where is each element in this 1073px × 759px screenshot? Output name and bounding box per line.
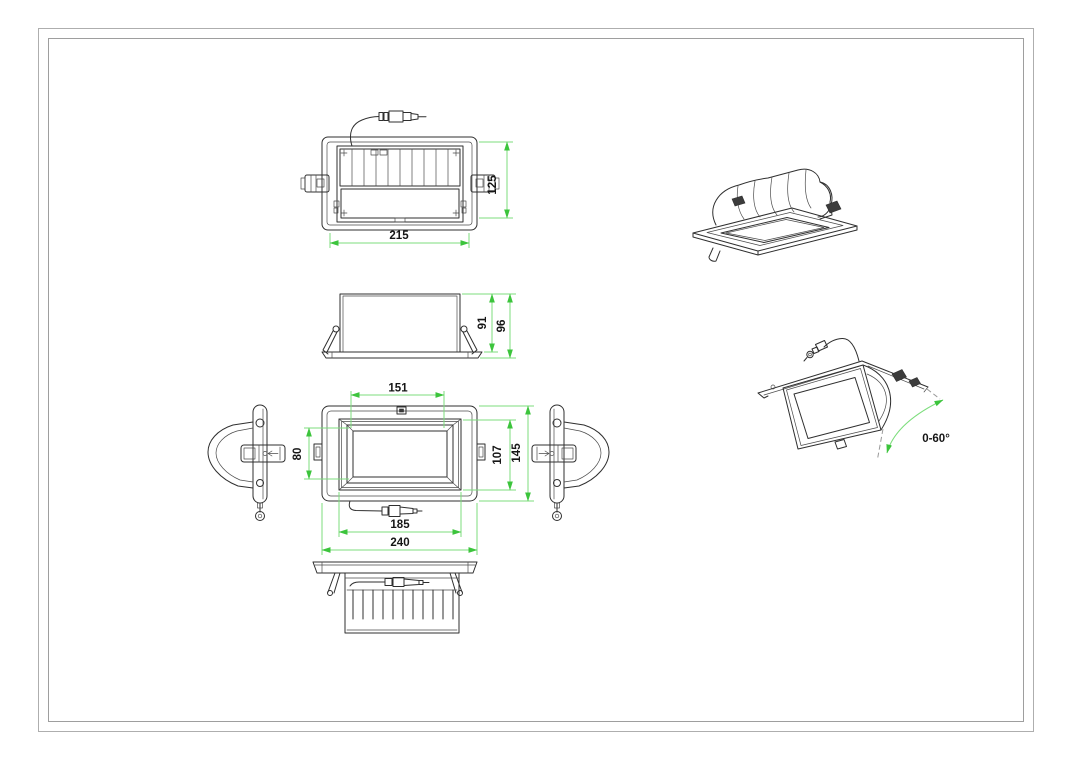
tilt-reference-lines (877, 388, 941, 460)
mounting-clip-right (470, 174, 500, 193)
front-view-outline (313, 405, 486, 517)
clip-block-2 (908, 377, 921, 388)
side-tab-left (313, 443, 323, 461)
front-view: 151 80 107 145 185 240 (292, 383, 534, 555)
heatsink-fins (351, 148, 449, 187)
clip-block (891, 369, 907, 382)
clip-block-right (825, 200, 842, 214)
tilt-outline (757, 337, 941, 460)
dim-front-overall-width (321, 503, 478, 555)
dim-front-overall-height-label: 145 (511, 443, 523, 463)
sheet-inner-border (48, 38, 1024, 722)
dim-rear-width (329, 233, 470, 248)
dim-front-inner-width (338, 492, 462, 537)
dim-side-overall-label: 96 (496, 320, 508, 333)
hinge-tab (708, 247, 721, 262)
mounting-clip-left (300, 174, 330, 193)
dim-front-inner-height-label: 107 (492, 445, 504, 464)
spring-clip-left (327, 572, 341, 596)
dim-rear-height-label: 125 (487, 175, 499, 195)
spring-clip-left (322, 325, 340, 355)
rear-view: 215 125 (300, 110, 513, 248)
dim-front-overall-width-label: 240 (390, 537, 409, 549)
dim-side-depths (462, 293, 516, 359)
dim-tilt-arc (886, 399, 944, 454)
dim-front-inner-width-label: 185 (390, 519, 410, 531)
clip-block-left (731, 195, 746, 207)
side-elevation-view: 91 96 (321, 293, 516, 359)
left-profile-outline (207, 404, 286, 521)
right-profile-view (531, 404, 610, 521)
rear-view-outline (300, 110, 500, 231)
dim-front-overall-height (479, 405, 534, 502)
power-cable (803, 337, 860, 362)
isometric-view (692, 168, 858, 262)
latch-notch (396, 406, 407, 415)
power-cable (349, 577, 430, 587)
bottom-view-outline (312, 561, 478, 634)
dim-rear-width-label: 215 (389, 230, 409, 242)
power-cable (349, 110, 427, 147)
dim-front-lens-height-label: 80 (292, 448, 304, 461)
side-tab-right (476, 443, 486, 461)
dim-front-lens-width-label: 151 (388, 383, 408, 395)
dim-tilt-angle-label: 0-60° (922, 433, 950, 445)
dim-front-inner-height (463, 419, 516, 491)
left-profile-view (207, 404, 286, 521)
spring-clip-right (460, 325, 478, 355)
hinge-tab (834, 439, 847, 450)
heatsink-fins (352, 589, 454, 620)
right-profile-outline (531, 404, 610, 521)
power-cable (348, 500, 423, 517)
dim-side-recess-label: 91 (477, 316, 489, 329)
spring-clip-right (449, 572, 463, 596)
dim-front-lens-height (304, 427, 349, 480)
tilt-view: 0-60° (757, 337, 950, 460)
isometric-outline (692, 168, 858, 262)
side-elevation-outline (321, 293, 483, 359)
bottom-view (312, 561, 478, 634)
dim-front-lens-width (350, 391, 445, 428)
sheet-outer-border (38, 28, 1034, 732)
dim-rear-height (479, 141, 513, 219)
reflector-body (862, 364, 891, 431)
